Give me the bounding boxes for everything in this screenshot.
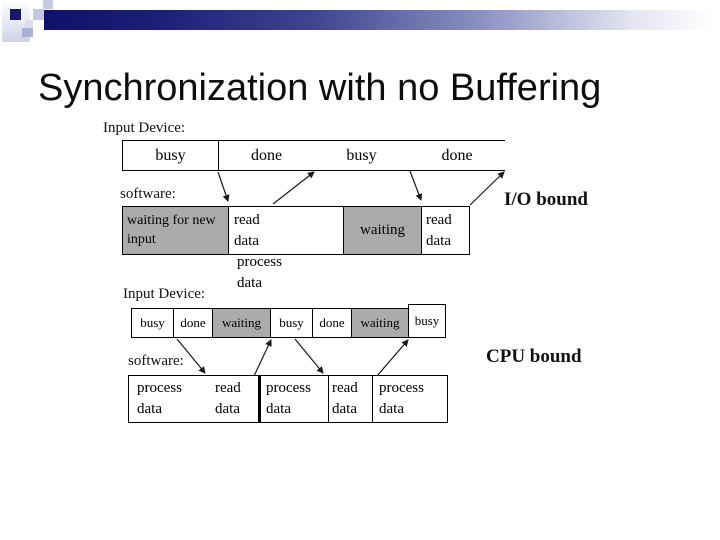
io-sw-cell-read-process: read data process data xyxy=(228,207,343,291)
decor-square-lavender xyxy=(33,9,44,20)
decor-square-light xyxy=(25,20,33,28)
io-sw-read-data-1: read data xyxy=(234,212,260,249)
cpu-software-label: software: xyxy=(128,353,184,369)
decor-square-medium xyxy=(22,28,33,37)
cpu-sw-cell-read-2: read data xyxy=(328,376,372,422)
cpu-device-cell-busy-3: busy xyxy=(408,304,446,338)
io-sw-process-data: process data xyxy=(237,254,282,291)
cpu-sw-cell-process-2: process data xyxy=(258,376,328,422)
decor-square-pale xyxy=(43,0,53,9)
io-sw-read-data-2: read data xyxy=(426,212,452,249)
cpu-sw-process-data-1: process data xyxy=(137,380,182,417)
cpu-device-cell-done-2: done xyxy=(313,309,352,337)
io-device-cell-busy-2: busy xyxy=(346,146,377,164)
decor-square-navy xyxy=(10,9,21,20)
cpu-arrow-sw-to-busy-1 xyxy=(253,339,272,377)
cpu-bound-label: CPU bound xyxy=(486,346,582,367)
cpu-software-timeline: process data read data process data read … xyxy=(128,375,448,423)
io-input-device-label: Input Device: xyxy=(103,120,186,136)
io-bound-label: I/O bound xyxy=(504,189,588,210)
cpu-device-cell-done-1: done xyxy=(174,309,213,337)
cpu-sw-process-data-3: process data xyxy=(379,380,424,417)
cpu-device-timeline: busy done waiting busy done waiting xyxy=(131,308,409,338)
io-device-cell-busy-1: busy xyxy=(123,141,219,170)
cpu-device-cell-busy-1: busy xyxy=(132,309,174,337)
slide-title: Synchronization with no Buffering xyxy=(38,67,602,109)
cpu-sw-cell-process-read: process data read data xyxy=(129,376,258,422)
io-device-cell-done-1: done xyxy=(250,146,283,164)
cpu-input-device-label: Input Device: xyxy=(123,286,206,302)
cpu-device-cell-busy-2: busy xyxy=(271,309,313,337)
io-arrow-done-to-read-2 xyxy=(409,170,423,201)
io-software-label: software: xyxy=(120,186,176,202)
io-arrow-done-to-read-1 xyxy=(217,171,230,202)
io-sw-cell-waiting: waiting xyxy=(343,207,421,254)
cpu-arrow-sw-to-busy-2 xyxy=(376,339,409,377)
io-device-cell-done-2: done xyxy=(441,146,473,164)
io-sw-cell-read-data-2: read data xyxy=(421,207,469,254)
cpu-sw-read-data-2: read data xyxy=(332,380,358,417)
decor-gradient-bar xyxy=(44,10,712,30)
cpu-device-cell-waiting-2: waiting xyxy=(352,309,409,337)
io-arrow-read-to-busy-1 xyxy=(272,171,315,205)
io-device-timeline: busy done busy done xyxy=(122,140,505,171)
cpu-sw-read-data-1: read data xyxy=(215,380,241,417)
cpu-sw-cell-process-3: process data xyxy=(372,376,447,422)
io-software-timeline: waiting for new input read data process d… xyxy=(122,206,470,291)
cpu-arrow-done-to-sw-2 xyxy=(294,338,324,374)
cpu-device-cell-waiting-1: waiting xyxy=(213,309,271,337)
io-arrow-read-to-busy-2 xyxy=(469,171,505,206)
io-sw-cell-waiting-for-new-input: waiting for new input xyxy=(123,207,228,254)
cpu-sw-process-data-2: process data xyxy=(266,380,311,417)
